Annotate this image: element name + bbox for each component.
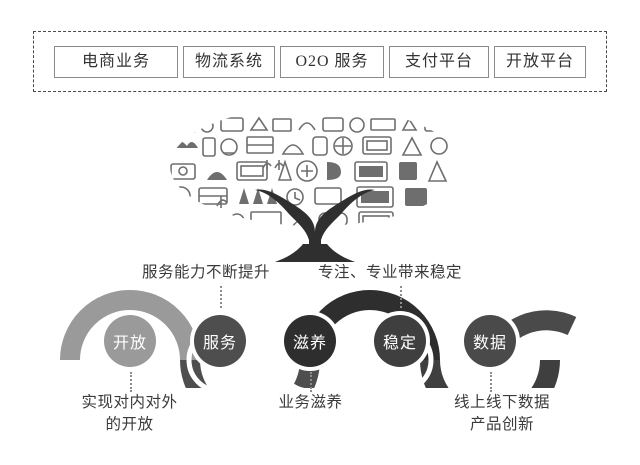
connector-dot-down-3 [310,372,312,392]
node-label: 服务 [202,335,237,352]
node-nourish[interactable]: 滋养 [284,315,336,367]
ribbon-segment-2 [180,359,320,388]
connector-dot-up-4 [400,286,402,308]
caption-focus-professional: 专注、专业带来稳定 [318,264,463,281]
tag-open-platform[interactable]: 开放平台 [494,45,586,78]
connector-dot-up-2 [220,286,222,308]
connector-dot-down-5 [490,372,492,392]
connector-dot-down-1 [130,372,132,392]
capability-tag-bar: 电商业务 物流系统 O2O 服务 支付平台 开放平台 [33,31,607,92]
icon-tree-illustration [163,104,468,264]
node-stability[interactable]: 稳定 [374,315,426,367]
caption-service-capability: 服务能力不断提升 [142,264,271,281]
tag-ecommerce[interactable]: 电商业务 [54,45,178,78]
tag-payment[interactable]: 支付平台 [389,45,489,78]
node-service[interactable]: 服务 [194,315,246,367]
caption-internal-external-openness: 实现对内对外的开放 [81,394,178,434]
node-label: 数据 [472,335,507,352]
caption-business-nourishment: 业务滋养 [278,394,343,411]
node-label: 滋养 [292,335,327,352]
ribbon-segment-4 [420,359,560,388]
caption-online-offline-data: 线上线下数据产品创新 [453,394,550,434]
tag-o2o[interactable]: O2O 服务 [280,45,384,78]
node-open[interactable]: 开放 [104,315,156,367]
tag-logistics[interactable]: 物流系统 [183,45,275,78]
canopy-icon-cluster [170,116,455,226]
node-data[interactable]: 数据 [464,315,516,367]
node-label: 稳定 [382,335,417,352]
node-label: 开放 [112,335,147,352]
tree-trunk [255,189,375,262]
ribbon-segment-1 [60,290,200,361]
